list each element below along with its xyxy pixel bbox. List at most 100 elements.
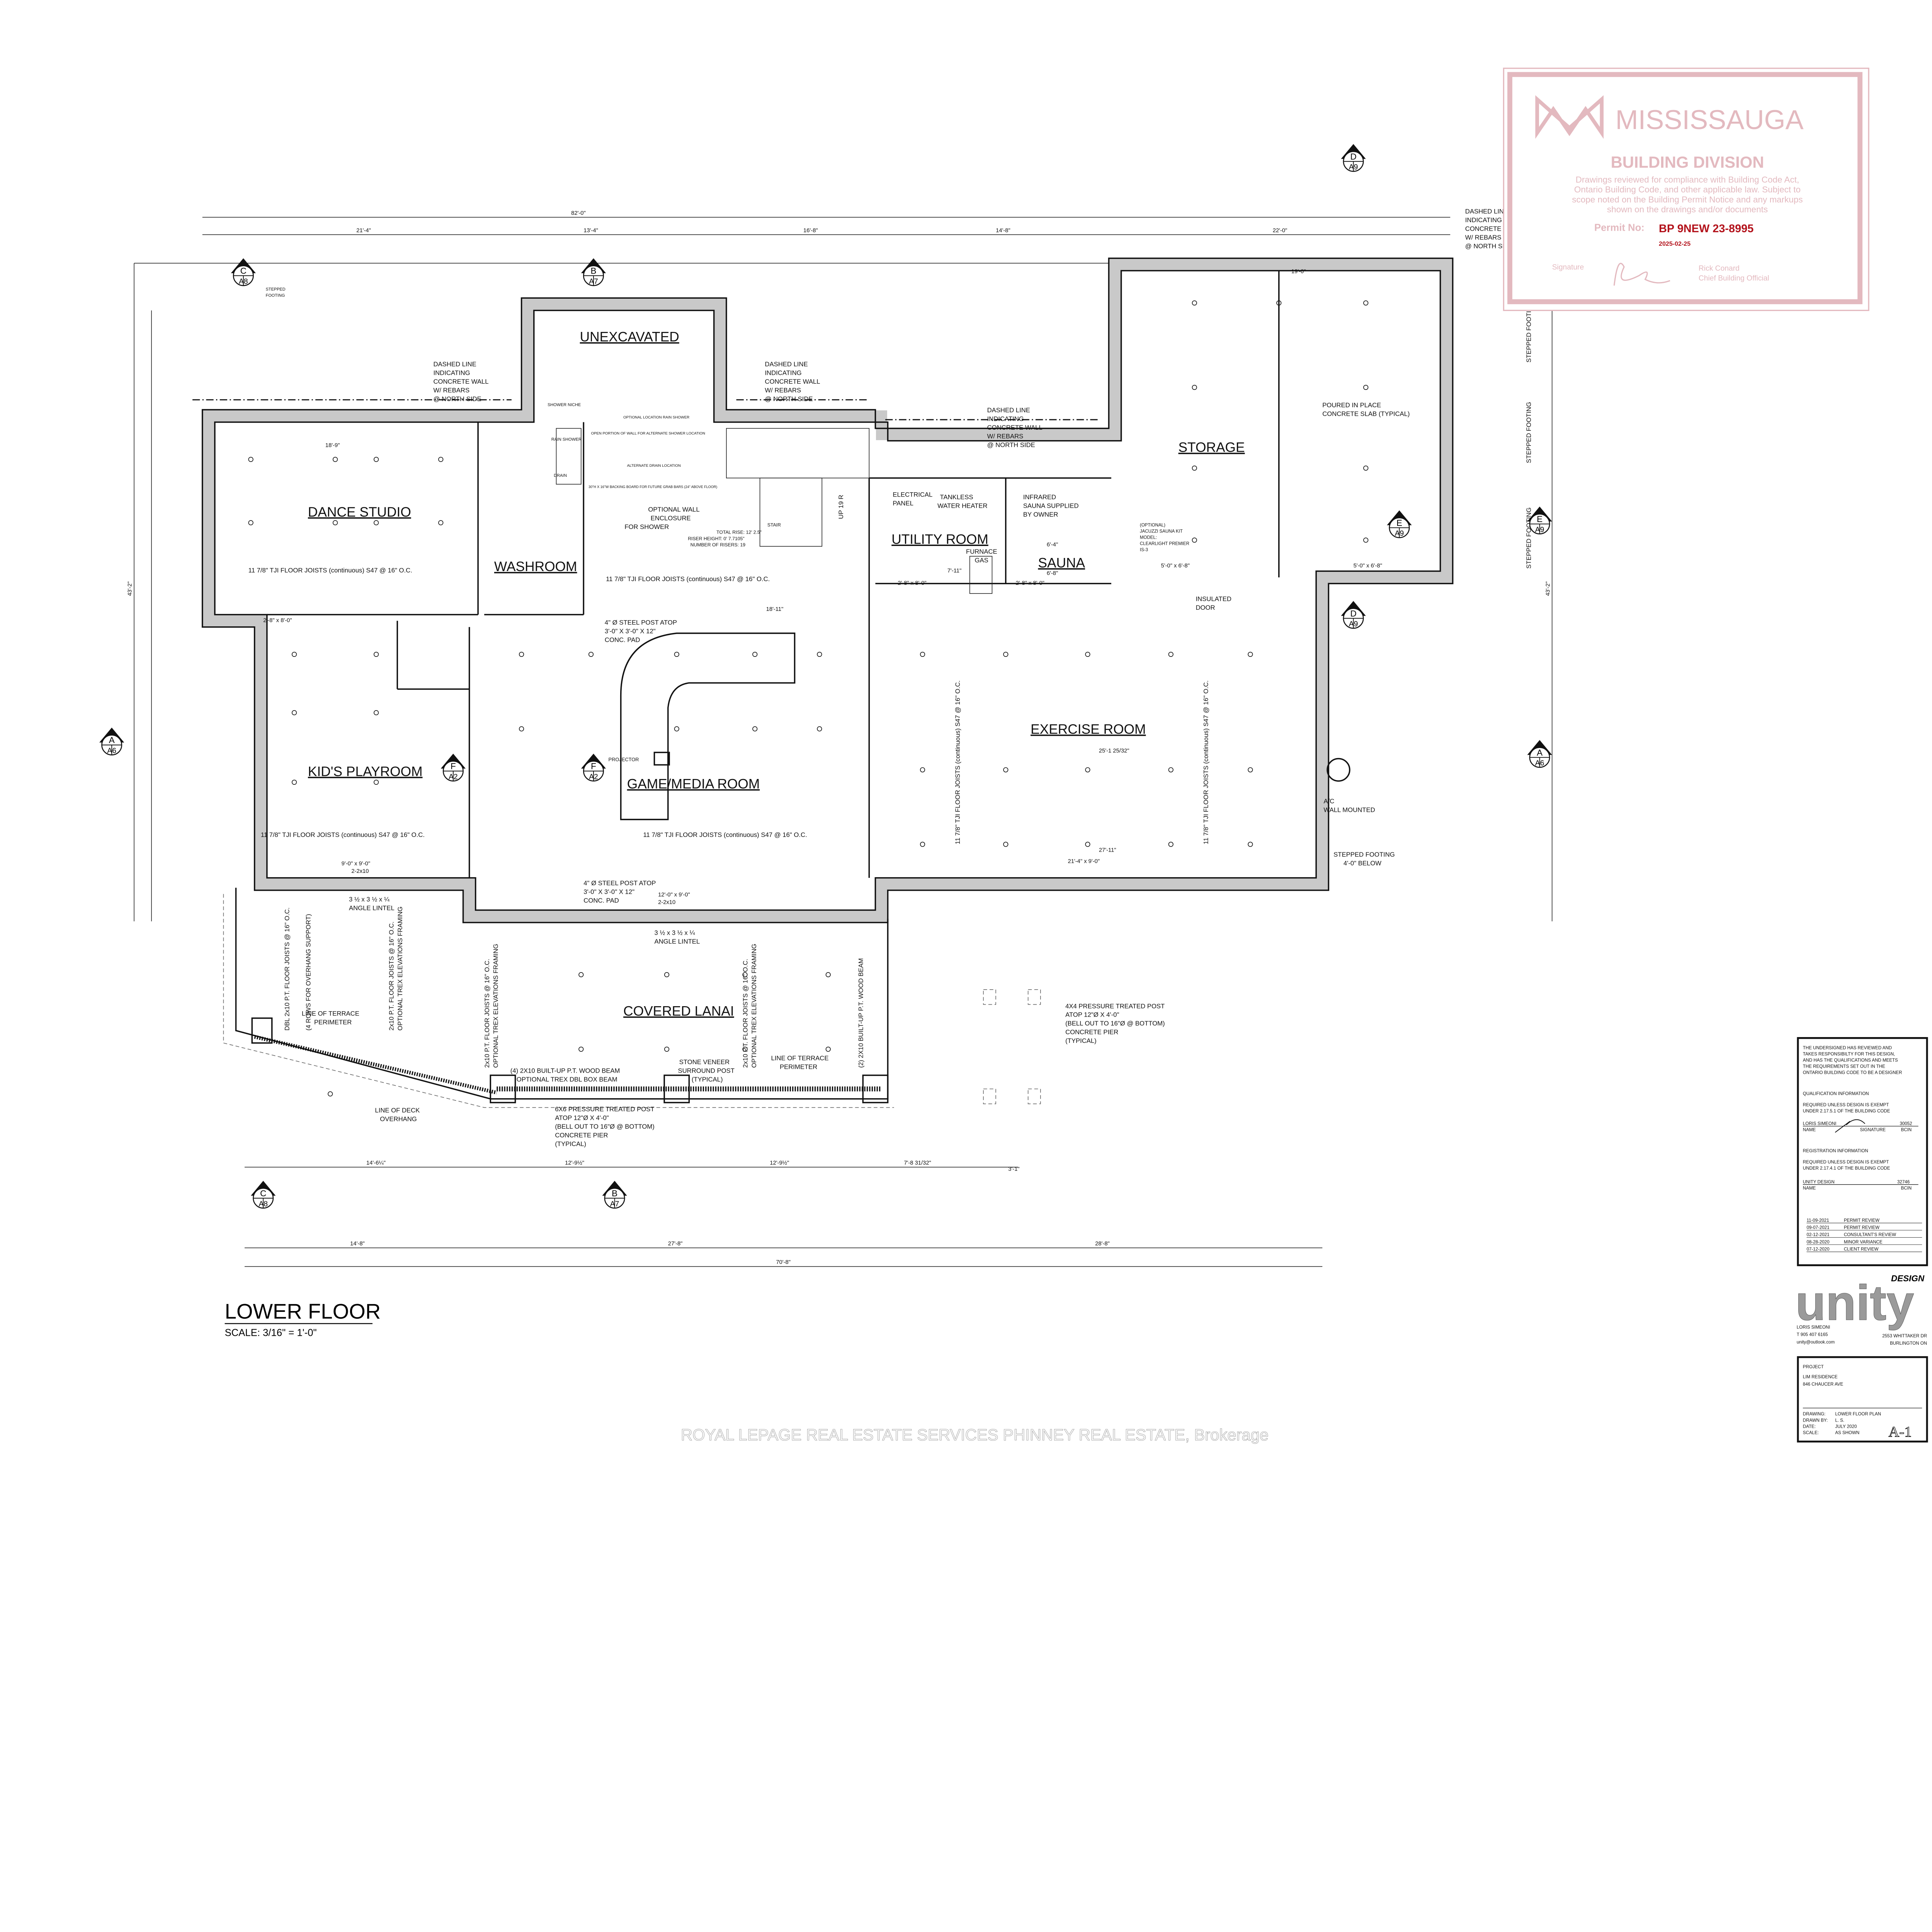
note-line: (BELL OUT TO 16"Ø @ BOTTOM) xyxy=(555,1123,654,1130)
note-post-6x6: 6X6 PRESSURE TREATED POST ATOP 12"Ø X 4'… xyxy=(555,1105,654,1148)
note-line: DASHED LINE xyxy=(1465,208,1508,215)
watermark: ROYAL LEPAGE REAL ESTATE SERVICES PHINNE… xyxy=(681,1426,1269,1444)
column-marker xyxy=(1363,300,1369,306)
column-marker xyxy=(328,1091,333,1097)
dimension-label: 5'-0" x 6'-8" xyxy=(1354,563,1382,569)
note-line: @ NORTH SIDE xyxy=(987,441,1035,449)
note-line: INDICATING xyxy=(765,369,801,376)
project-name: LIM RESIDENCE xyxy=(1803,1375,1838,1379)
revision-desc: MINOR VARIANCE xyxy=(1844,1240,1883,1245)
note-deck-overhang: OVERHANG xyxy=(380,1116,417,1123)
note-steel-post: 3'-0" X 3'-0" X 12" xyxy=(605,628,656,635)
note-jacuzzi: (OPTIONAL) JACUZZI SAUNA KIT MODEL: CLEA… xyxy=(1140,523,1189,552)
dim-top-seg: 21'-4" xyxy=(356,228,371,234)
marker-sheet: A8 xyxy=(259,1200,268,1208)
scale-value: AS SHOWN xyxy=(1835,1430,1859,1435)
marker-letter: D xyxy=(1350,152,1356,162)
note-line: W/ REBARS xyxy=(1465,234,1502,241)
section-marker[interactable]: C A8 xyxy=(251,1180,276,1209)
note-line: (BELL OUT TO 16"Ø @ BOTTOM) xyxy=(1065,1020,1165,1027)
dimension-label: 6'-4" xyxy=(1047,542,1058,548)
declaration-line: AND HAS THE QUALIFICATIONS AND MEETS xyxy=(1803,1058,1898,1063)
note-projector: PROJECTOR xyxy=(609,757,639,762)
column-marker xyxy=(1003,651,1009,657)
foundation-walls xyxy=(192,257,1454,923)
section-marker[interactable]: DA9 xyxy=(1341,601,1366,629)
note-line: INDICATING xyxy=(1465,216,1502,224)
marker-sheet: A7 xyxy=(589,277,598,286)
room-sauna: SAUNA xyxy=(1038,556,1085,571)
name-label: NAME xyxy=(1803,1128,1816,1132)
marker-sheet: A9 xyxy=(1395,530,1404,538)
section-marker[interactable]: CA8 xyxy=(231,258,256,286)
note-line: INDICATING xyxy=(433,369,470,376)
section-marker[interactable]: FA2 xyxy=(581,753,606,782)
marker-letter: F xyxy=(591,762,596,771)
note-angle-lintel: 3 ½ x 3 ½ x ¼ xyxy=(654,929,695,937)
column-marker xyxy=(752,651,758,657)
room-labels: UNEXCAVATED DANCE STUDIO WASHROOM UTILIT… xyxy=(308,330,1245,1019)
marker-letter: C xyxy=(260,1189,266,1198)
note-stair: STAIR TOTAL RISE: 12' 2.5" RISER HEIGHT:… xyxy=(688,495,845,547)
dimension-label: 2'-8" x 8'-0" xyxy=(898,580,926,586)
note-line: @ NORTH SIDE xyxy=(765,395,813,403)
note-line: DASHED LINE xyxy=(765,361,808,368)
column-marker xyxy=(291,651,297,657)
section-marker[interactable]: BA7 xyxy=(602,1180,627,1209)
projector xyxy=(653,752,670,766)
revision-date: 08-28-2020 xyxy=(1806,1240,1829,1245)
permit-number: BP 9NEW 23-8995 xyxy=(1659,223,1753,235)
dimension-label: 18'-9" xyxy=(325,442,340,449)
note-stone-veneer: (TYPICAL) xyxy=(692,1076,723,1083)
column-marker xyxy=(742,1046,748,1052)
declaration-line: THE UNDERSIGNED HAS REVIEWED AND xyxy=(1803,1046,1892,1050)
section-marker[interactable]: BA7 xyxy=(581,258,606,286)
section-marker[interactable]: FA2 xyxy=(440,753,466,782)
section-marker[interactable]: DA9 xyxy=(1341,144,1366,172)
dim-right-overall: 43'-2" xyxy=(1545,582,1551,596)
column-marker xyxy=(1248,651,1253,657)
note-line: DASHED LINE xyxy=(433,361,476,368)
note-infrared-sauna: INFRARED xyxy=(1023,493,1056,501)
column-marker xyxy=(374,520,379,526)
top-dimensions: 82'-0" 21'-4" 13'-4" 16'-8" 14'-8" 22'-0… xyxy=(134,210,1451,264)
column-marker xyxy=(1276,300,1282,306)
note-stepped-footing: STEPPED FOOTING xyxy=(1525,402,1532,463)
note-line: DRAIN xyxy=(554,473,567,478)
column-marker xyxy=(825,972,831,978)
column-marker xyxy=(1003,767,1009,772)
section-marker[interactable]: EA9 xyxy=(1387,510,1412,538)
section-marker[interactable]: EA9 xyxy=(1527,507,1552,535)
designer-signature xyxy=(1835,1119,1866,1133)
note-stepped-footing: STEPPED FOOTING xyxy=(1525,301,1532,363)
column-marker xyxy=(374,710,379,716)
dim-top-seg: 14'-8" xyxy=(996,228,1010,234)
note-line: @ NORTH SIDE xyxy=(1465,243,1513,250)
column-marker xyxy=(1363,384,1369,390)
column-marker xyxy=(519,726,524,731)
note-steel-post: CONC. PAD xyxy=(605,636,640,643)
note-rows-support: (4 ROWS FOR OVERHANG SUPPORT) xyxy=(304,914,312,1031)
note-steel-post: 4" Ø STEEL POST ATOP xyxy=(583,879,656,887)
contact-line: T 905 407 6165 xyxy=(1797,1333,1828,1337)
dimension-label: 6'-8" xyxy=(1047,570,1058,577)
note-line: (TYPICAL) xyxy=(1065,1037,1097,1044)
signature-label: SIGNATURE xyxy=(1860,1128,1886,1132)
marker-sheet: A9 xyxy=(1349,620,1358,628)
note-line: ALTERNATE DRAIN LOCATION xyxy=(627,464,681,468)
declaration-line: THE REQUIREMENTS SET OUT IN THE xyxy=(1803,1064,1885,1069)
dimension-label: 19'-0" xyxy=(1291,269,1306,275)
note-up-19r: UP 19 R xyxy=(837,495,845,519)
section-marker[interactable]: AA6 xyxy=(99,728,124,756)
note-line: TOTAL RISE: 12' 2.5" xyxy=(716,530,762,535)
column-marker xyxy=(742,972,748,978)
note-stepped-footing-top: FOOTING xyxy=(266,293,285,298)
note-water-heater: WATER HEATER xyxy=(937,502,987,509)
section-marker[interactable]: AA6 xyxy=(1527,740,1552,768)
note-infrared-sauna: BY OWNER xyxy=(1023,511,1058,518)
permit-date: 2025-02-25 xyxy=(1659,240,1690,247)
note-dbl-joists: DBL 2x10 P.T. FLOOR JOISTS @ 16" O.C. xyxy=(284,907,291,1031)
dimension-label: 2'-8" x 8'-0" xyxy=(263,617,292,624)
